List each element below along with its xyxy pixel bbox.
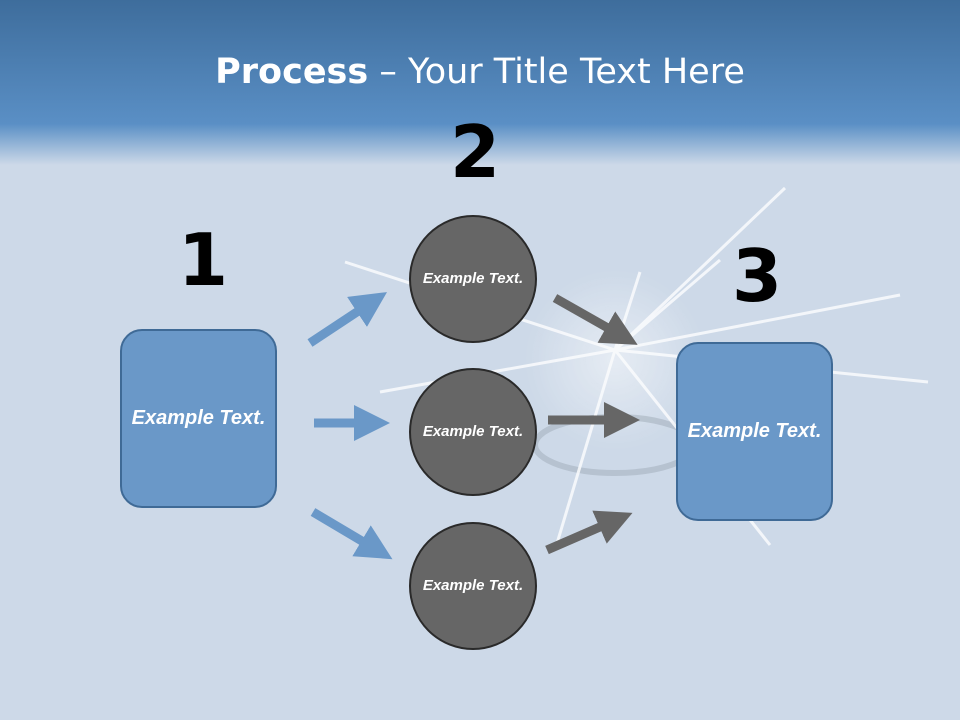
step-number-1: 1 xyxy=(178,218,229,302)
step-2-label-middle: Example Text. xyxy=(422,422,524,440)
step-2-circle-bottom: Example Text. xyxy=(409,522,537,650)
step-number-3: 3 xyxy=(732,234,783,318)
slide-title: Process – Your Title Text Here xyxy=(0,52,960,92)
step-number-2: 2 xyxy=(450,110,501,194)
step-1-box: Example Text. xyxy=(120,329,277,508)
step-1-label: Example Text. xyxy=(131,407,266,429)
arrow-2-bottom-to-3 xyxy=(545,510,633,555)
step-2-label-bottom: Example Text. xyxy=(422,576,524,594)
step-2-circle-middle: Example Text. xyxy=(409,368,537,496)
title-rest: – Your Title Text Here xyxy=(368,52,745,92)
step-3-box: Example Text. xyxy=(676,342,833,521)
step-3-label: Example Text. xyxy=(687,420,822,442)
arrow-1-to-2-bottom xyxy=(310,508,393,560)
arrow-1-to-2-top xyxy=(307,292,388,347)
title-bold: Process xyxy=(215,52,369,92)
step-2-label-top: Example Text. xyxy=(422,269,524,287)
step-2-circle-top: Example Text. xyxy=(409,215,537,343)
arrow-2-top-to-3 xyxy=(552,294,638,345)
cracked-glass-decoration xyxy=(344,186,929,551)
